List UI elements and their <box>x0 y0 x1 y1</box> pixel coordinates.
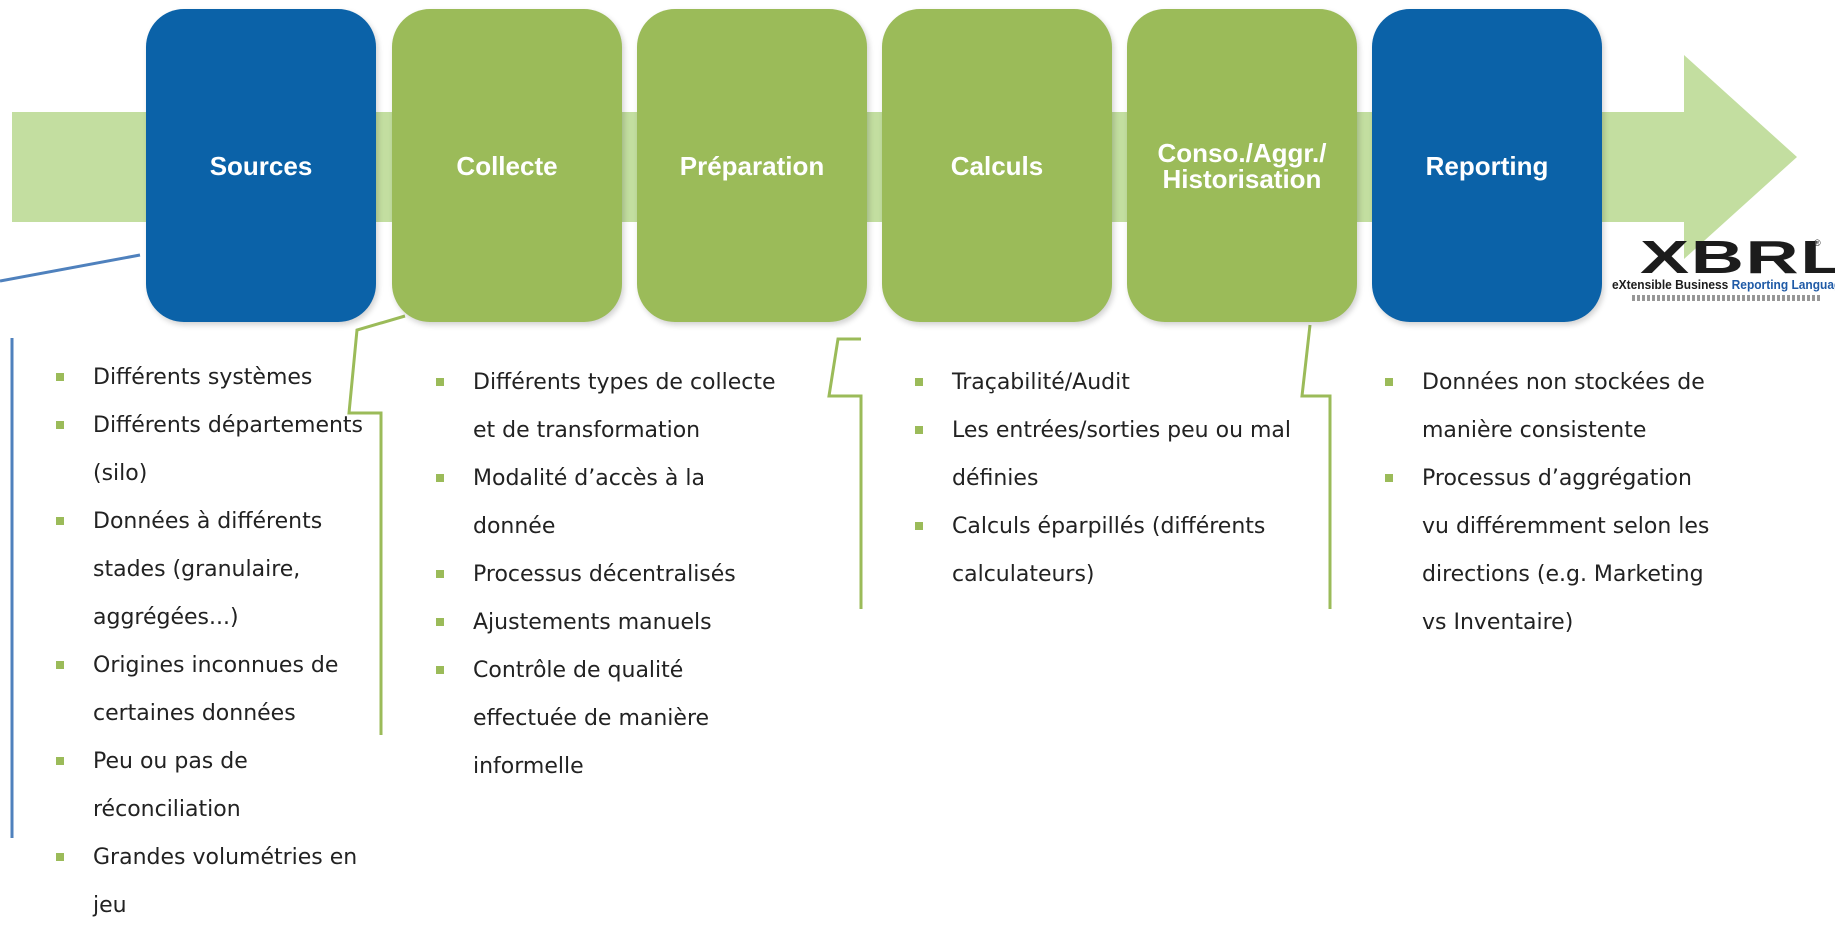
list-item: Grandes volumétries en jeu <box>56 834 378 930</box>
xbrl-logo: XBRL ® eXtensible Business Reporting Lan… <box>1612 234 1835 304</box>
list-item: Peu ou pas de réconciliation <box>56 738 378 834</box>
list-item: Ajustements manuels <box>436 599 776 647</box>
list-item: Différents départements (silo) <box>56 402 378 498</box>
list-item: Calculs éparpillés (différents calculate… <box>915 503 1295 599</box>
collecte-preparation-issues-list: Différents types de collecte et de trans… <box>436 359 776 791</box>
list-item: Contrôle de qualité effectuée de manière… <box>436 647 776 791</box>
stage-conso: Conso./Aggr./ Historisation <box>1127 9 1357 322</box>
list-item: Traçabilité/Audit <box>915 359 1295 407</box>
xbrl-tagline-part2: Reporting Language <box>1731 277 1835 292</box>
list-item: Processus d’aggrégation vu différemment … <box>1385 455 1725 647</box>
stage-collecte-label: Collecte <box>456 150 558 181</box>
stage-sources-label: Sources <box>209 150 313 181</box>
list-item: Processus décentralisés <box>436 551 776 599</box>
xbrl-tagline: eXtensible Business Reporting Language <box>1612 278 1835 292</box>
reporting-issues-list: Données non stockées de manière consiste… <box>1385 359 1725 647</box>
stage-sources: Sources <box>146 9 376 322</box>
list-item: Données non stockées de manière consiste… <box>1385 359 1725 455</box>
list-item: Différents types de collecte et de trans… <box>436 359 776 455</box>
sources-issues-list: Différents systèmes Différents départeme… <box>56 354 378 930</box>
stage-reporting: Reporting <box>1372 9 1602 322</box>
stage-preparation-label: Préparation <box>679 150 825 181</box>
stage-reporting-label: Reporting <box>1425 150 1549 181</box>
calculs-issues-list: Traçabilité/Audit Les entrées/sorties pe… <box>915 359 1295 599</box>
xbrl-tagline-part1: eXtensible Business <box>1612 277 1732 292</box>
stage-collecte: Collecte <box>392 9 622 322</box>
list-item: Données à différents stades (granulaire,… <box>56 498 378 642</box>
list-item: Différents systèmes <box>56 354 378 402</box>
calculs-bracket <box>827 337 863 609</box>
stage-calculs-label: Calculs <box>950 150 1044 181</box>
list-item: Modalité d’accès à la donnée <box>436 455 776 551</box>
xbrl-registered-mark: ® <box>1814 238 1821 248</box>
xbrl-logo-word: XBRL <box>1640 234 1835 283</box>
stage-preparation: Préparation <box>637 9 867 322</box>
collecte-bracket <box>347 314 406 735</box>
stage-conso-label: Conso./Aggr./ Historisation <box>1157 137 1327 194</box>
sources-bracket <box>0 253 141 283</box>
reporting-bracket <box>1300 324 1332 609</box>
stage-calculs: Calculs <box>882 9 1112 322</box>
list-item: Origines inconnues de certaines données <box>56 642 378 738</box>
list-item: Les entrées/sorties peu ou mal définies <box>915 407 1295 503</box>
xbrl-decorative-bars <box>1632 295 1822 301</box>
